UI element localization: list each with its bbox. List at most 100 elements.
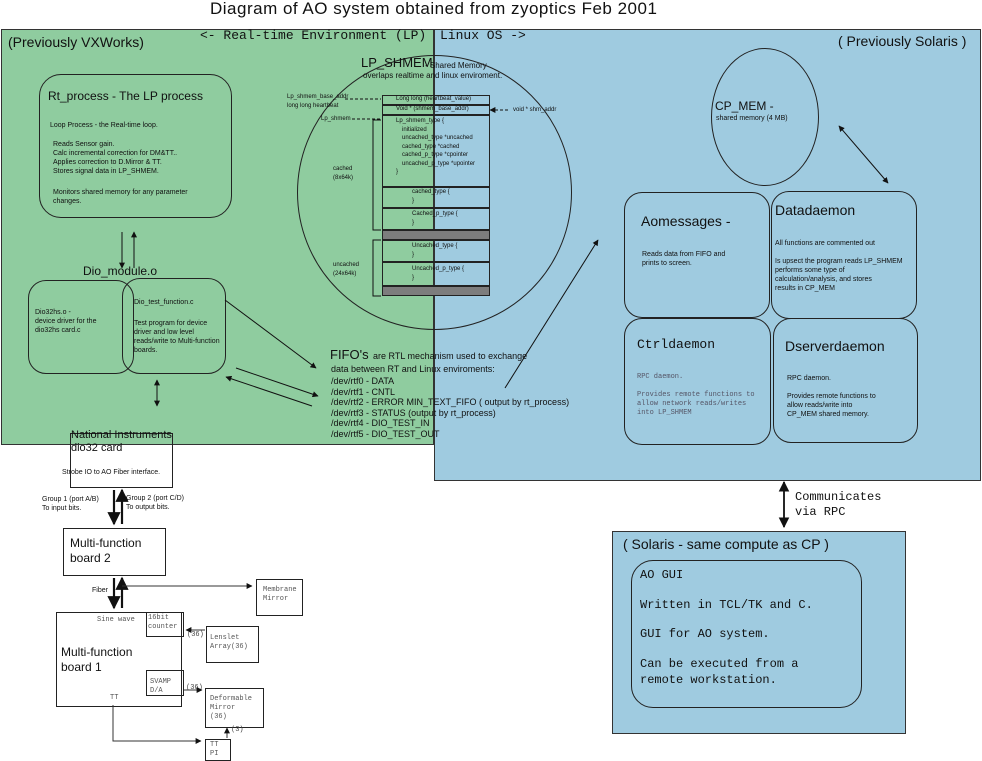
dserverdaemon-line: allow reads/write into (787, 402, 853, 409)
shmem-row-base-addr-text: Void * (shmem_base_addr) (396, 106, 469, 112)
shmem-row-heartbeat-text: Long long (heartbeat_value) (396, 96, 472, 102)
dserverdaemon-desc: RPC daemon. Provides remote functions to… (787, 374, 876, 419)
shmem-label-uncached-size: (24x64k) (333, 271, 357, 277)
datadaemon-line: calculation/analysis, and stores (775, 276, 872, 283)
ctrldaemon-desc: RPC daemon. Provides remote functions to… (637, 373, 755, 418)
datadaemon-line: Is upsect the program reads LP_SHMEM (775, 258, 903, 265)
ao-gui-line-3a: Can be executed from a (640, 657, 799, 671)
shmem-row-uncached-p-type-text: Uncached_p_type { } (412, 265, 464, 282)
mfb1-box (56, 612, 182, 707)
ctrldaemon-line: into LP_SHMEM (637, 409, 692, 417)
shmem-row-cached-p-type-text: Cached_p_type { } (412, 210, 458, 227)
datadaemon-desc: All functions are commented out Is upsec… (775, 239, 903, 293)
rt-process-box (39, 74, 232, 218)
rt-step: Calc incremental correction for DM&TT.. (53, 150, 178, 157)
shmem-label-void: void * shm_addr (513, 107, 557, 113)
fifo-item: /dev/rtf0 - DATA (331, 376, 395, 386)
uncached-p-type-line: } (412, 274, 415, 281)
ao-gui-line-3b: remote workstation. (640, 673, 777, 687)
communicates-line: Communicates (795, 490, 882, 504)
dio32hs-box (28, 280, 134, 374)
shmem-row-cached-type (382, 187, 490, 208)
lenslet-array-box (206, 626, 259, 663)
ao-gui-line-2: GUI for AO system. (640, 627, 770, 641)
ctrldaemon-title: Ctrldaemon (637, 337, 716, 352)
fifo-desc-1: are RTL mechanism used to exchange (373, 351, 528, 361)
dio-to-fifo-arrow (235, 367, 319, 398)
tt-label: TT (110, 694, 119, 702)
shmem-type-line: uncached_type *uncached (402, 135, 473, 141)
mfb2-box (63, 528, 166, 576)
dio-test-line: Test program for device (134, 320, 208, 327)
cached-p-type-line: } (412, 219, 415, 226)
dserverdaemon-box (773, 318, 918, 443)
aomessages-box (624, 192, 770, 318)
ao-gui-line-1: Written in TCL/TK and C. (640, 598, 813, 612)
dserverdaemon-line: RPC daemon. (787, 375, 831, 382)
deformable-mirror-box (205, 688, 264, 728)
cp-mem-ellipse (711, 48, 819, 186)
cached-bracket (372, 119, 381, 231)
deformable-line: (36) (210, 713, 227, 721)
fifo-item: /dev/rtf5 - DIO_TEST_OUT (331, 428, 440, 439)
dio32hs-line: Dio32hs.o - (35, 309, 71, 316)
counter-box (146, 612, 184, 637)
dio-test-line: boards. (134, 347, 158, 354)
sine-wave-label: Sine wave (97, 616, 135, 624)
tt-pi-line: TT (210, 741, 219, 749)
communicates-line: via RPC (795, 505, 846, 519)
rt-process-monitor: Monitors shared memory for any parameter… (53, 188, 188, 206)
dio-test-function-box (122, 278, 226, 374)
dio-module-label: Dio_module.o (83, 264, 158, 278)
shmem-row-heartbeat (382, 95, 490, 105)
group2-label: Group 2 (port C/D) To output bits. (126, 494, 184, 512)
tt-to-ttpi (112, 705, 202, 744)
fifo-item: /dev/rtf4 - DIO_TEST_IN (331, 418, 430, 428)
dio32hs-line: dio32hs card.c (35, 327, 81, 334)
national-title-2: dio32 card (71, 442, 123, 454)
dserverdaemon-line: Provides remote functions to (787, 393, 876, 400)
shmem-row-lp-shmem-type (382, 115, 490, 187)
datadaemon-line: results in CP_MEM (775, 285, 835, 292)
fifo-item: /dev/rtf3 - STATUS (output by rt_process… (331, 407, 496, 418)
ctrldaemon-line: Provides remote functions to (637, 391, 755, 399)
uncached-type-line: Uncached_type { (412, 243, 458, 249)
shmem-type-line: cached_type *cached (402, 143, 460, 150)
rt-step: Applies correction to D.Mirror & TT. (53, 159, 162, 166)
cpmem-datadaemon-arrow (838, 125, 889, 184)
shmem-type-line: Lp_shmem_type { (396, 118, 445, 124)
membrane-mirror-label: Membrane Mirror (263, 586, 297, 604)
rt-monitor-line: changes. (53, 198, 82, 205)
shmem-label-cached: cached (333, 166, 353, 172)
datadaemon-line: performs some type of (775, 267, 845, 274)
rt-process-loop: Loop Process - the Real-time loop. (50, 122, 158, 129)
ctrldaemon-line: allow network reads/writes (637, 400, 747, 408)
fifo-to-aomessages-arrow (504, 239, 599, 389)
dio32hs-text: Dio32hs.o - device driver for the dio32h… (35, 308, 96, 335)
fifo-list: /dev/rtf0 - DATA /dev/rtf1 - CNTL /dev/r… (331, 376, 569, 439)
count-3-tt: (3) (231, 726, 244, 734)
fifo-heading: FIFO's are RTL mechanism used to exchang… (330, 347, 527, 363)
count-36-lenslet: (36) (187, 631, 204, 639)
svamp-line: SVAMP (150, 678, 172, 686)
solaris-region (612, 531, 906, 734)
shmem-label-uncached: uncached (333, 262, 360, 268)
datadaemon-line: All functions are commented out (775, 240, 875, 247)
ao-gui-title: AO GUI (640, 568, 684, 582)
membrane-line: Mirror (263, 595, 289, 603)
ao-gui-box (631, 560, 862, 708)
dio-test-function-title: Dio_test_function.c (134, 299, 194, 306)
membrane-line: Membrane (263, 586, 297, 594)
svamp-label: SVAMP D/A (150, 678, 171, 696)
shmem-type-line: cached_p_type *cpointer (402, 152, 469, 158)
shmem-row-cached-type-text: cached_type { } (412, 188, 450, 205)
lp-shmem-desc-2: overlaps realtime and linux enviroment. (363, 71, 503, 80)
rt-process-steps: Reads Sensor gain. Calc incremental corr… (53, 140, 177, 176)
shmem-row-cached-p-type (382, 208, 490, 230)
datadaemon-title: Datadaemon (775, 202, 856, 218)
lenslet-line: Lenslet (210, 634, 240, 642)
rt-monitor-line: Monitors shared memory for any parameter (53, 189, 188, 196)
shmem-row-uncached-type-text: Uncached_type { } (412, 242, 457, 259)
aomessages-title: Aomessages - (641, 213, 731, 229)
